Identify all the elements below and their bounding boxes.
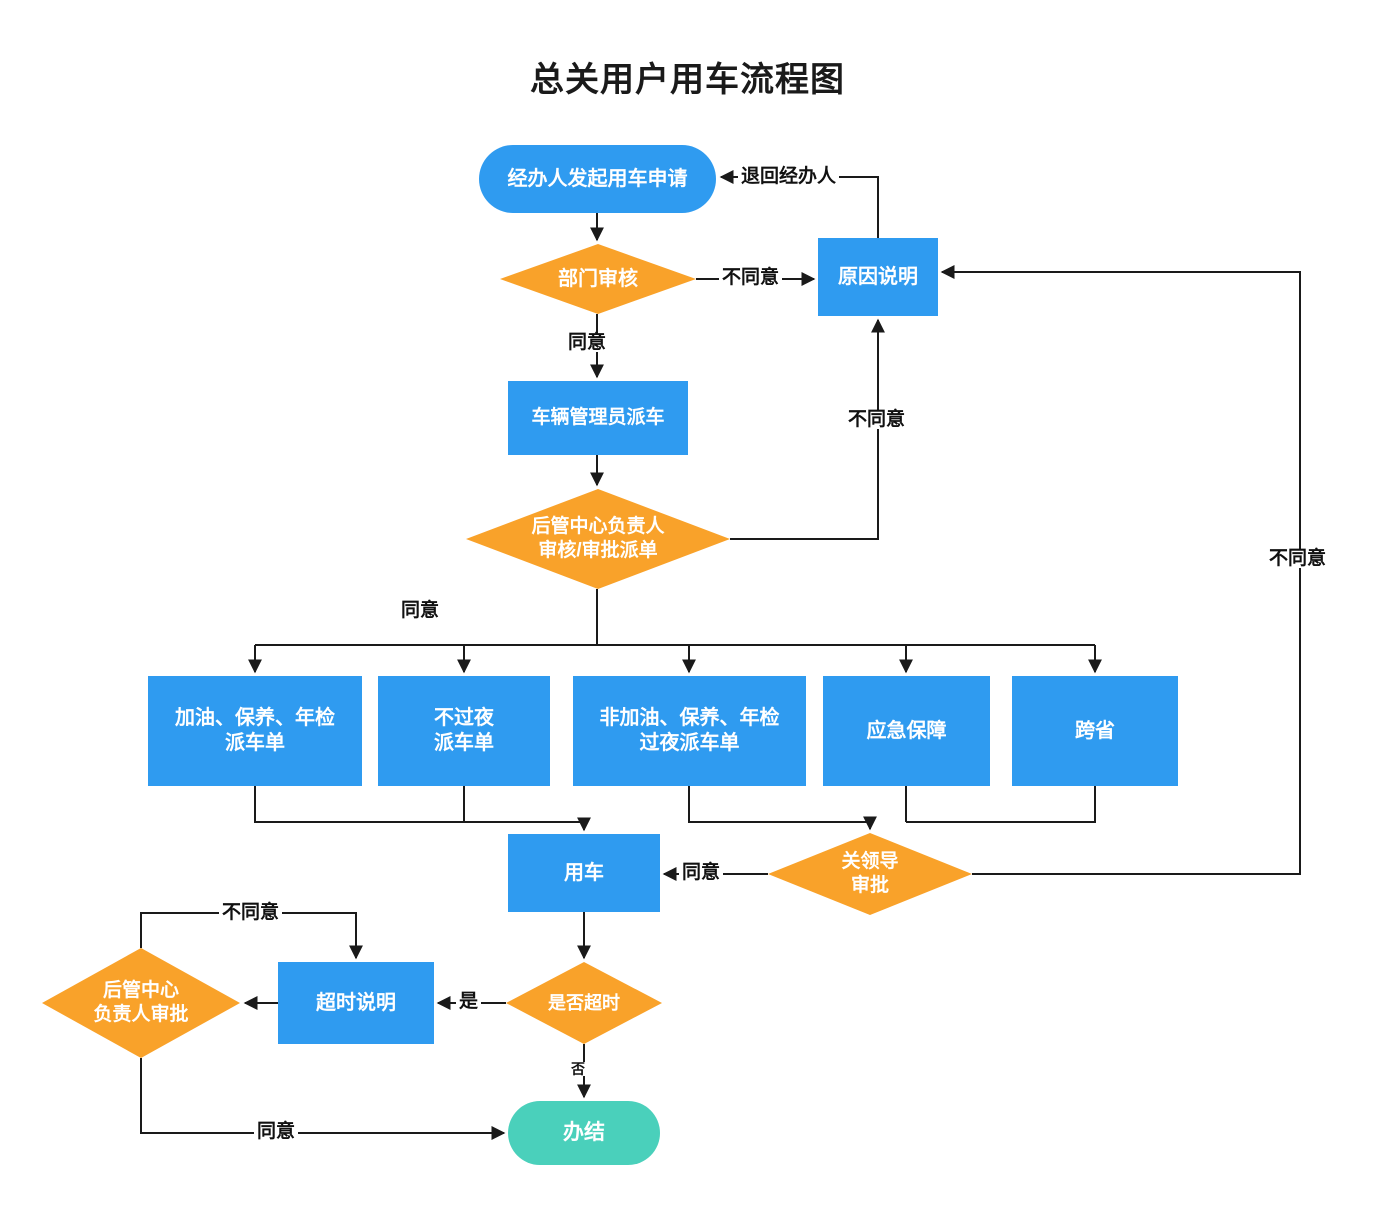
node-center-manager-approval-label: 后管中心 负责人审批 bbox=[93, 980, 189, 1025]
node-order5-label: 跨省 bbox=[1075, 719, 1115, 742]
node-order-fuel-maintenance-inspection[interactable]: 加油、保养、年检 派车单 bbox=[148, 676, 362, 786]
page-title: 总关用户用车流程图 bbox=[530, 61, 845, 99]
edge-label-return-to-applicant: 退回经办人 bbox=[738, 167, 840, 186]
node-center-review[interactable]: 后管中心负责人 审核/审批派单 bbox=[466, 489, 730, 589]
diamond-shape bbox=[42, 948, 240, 1058]
edge-label-agree-center: 同意 bbox=[398, 601, 443, 620]
node-reason[interactable]: 原因说明 bbox=[818, 238, 938, 316]
edge-label-disagree-center: 不同意 bbox=[845, 410, 909, 429]
node-dispatch-label: 车辆管理员派车 bbox=[531, 407, 665, 429]
node-use-vehicle[interactable]: 用车 bbox=[508, 834, 660, 912]
edge-center-to-reason bbox=[730, 318, 885, 540]
node-order1-label: 加油、保养、年检 派车单 bbox=[175, 707, 335, 754]
node-reason-label: 原因说明 bbox=[838, 265, 918, 288]
node-order-no-overnight[interactable]: 不过夜 派车单 bbox=[378, 676, 550, 786]
node-center-manager-approval[interactable]: 后管中心 负责人审批 bbox=[42, 948, 240, 1058]
node-leader-approval[interactable]: 关领导 审批 bbox=[768, 833, 972, 915]
node-center-review-label: 后管中心负责人 审核/审批派单 bbox=[531, 516, 665, 561]
diamond-shape bbox=[768, 833, 972, 915]
node-start-label: 经办人发起用车申请 bbox=[507, 167, 688, 190]
node-order-cross-province[interactable]: 跨省 bbox=[1012, 676, 1178, 786]
edge-leader-to-reason bbox=[940, 265, 1301, 875]
edge-order3-to-leader bbox=[688, 786, 877, 831]
edge-label-overtime-yes: 是 bbox=[456, 992, 482, 1011]
edge-label-agree-dept: 同意 bbox=[565, 333, 610, 352]
edge-label-agree-center2: 同意 bbox=[254, 1122, 299, 1141]
node-done-label: 办结 bbox=[563, 1120, 605, 1144]
node-leader-approval-label: 关领导 审批 bbox=[841, 851, 899, 896]
node-dispatch[interactable]: 车辆管理员派车 bbox=[508, 381, 688, 455]
node-overtime-question-label: 是否超时 bbox=[548, 992, 620, 1013]
edge-label-agree-leader: 同意 bbox=[679, 863, 724, 882]
node-order4-label: 应急保障 bbox=[866, 719, 947, 742]
edge-label-overtime-no: 否 bbox=[568, 1062, 588, 1076]
node-overtime-explanation-label: 超时说明 bbox=[316, 991, 396, 1014]
node-order3-label: 非加油、保养、年检 过夜派车单 bbox=[599, 707, 780, 754]
edge-order1-to-use bbox=[254, 786, 591, 832]
node-order-overnight-non-fuel[interactable]: 非加油、保养、年检 过夜派车单 bbox=[573, 676, 806, 786]
node-overtime-explanation[interactable]: 超时说明 bbox=[278, 962, 434, 1044]
edge-label-disagree-dept: 不同意 bbox=[719, 268, 783, 287]
node-use-vehicle-label: 用车 bbox=[564, 861, 604, 884]
edge-center2-to-done bbox=[140, 1058, 506, 1140]
node-start[interactable]: 经办人发起用车申请 bbox=[479, 145, 716, 213]
diamond-shape bbox=[500, 244, 696, 314]
node-dept-review[interactable]: 部门审核 bbox=[500, 244, 696, 314]
node-done[interactable]: 办结 bbox=[508, 1101, 660, 1165]
edge-label-disagree-leader: 不同意 bbox=[1266, 549, 1330, 568]
diamond-shape bbox=[466, 489, 730, 589]
edge-label-disagree-center2: 不同意 bbox=[219, 903, 283, 922]
node-order2-label: 不过夜 派车单 bbox=[434, 707, 494, 754]
diamond-shape bbox=[506, 962, 662, 1044]
node-overtime-question[interactable]: 是否超时 bbox=[506, 962, 662, 1044]
node-order-emergency[interactable]: 应急保障 bbox=[823, 676, 990, 786]
node-dept-review-label: 部门审核 bbox=[557, 267, 638, 290]
edge-order5-to-leader bbox=[906, 786, 1096, 823]
